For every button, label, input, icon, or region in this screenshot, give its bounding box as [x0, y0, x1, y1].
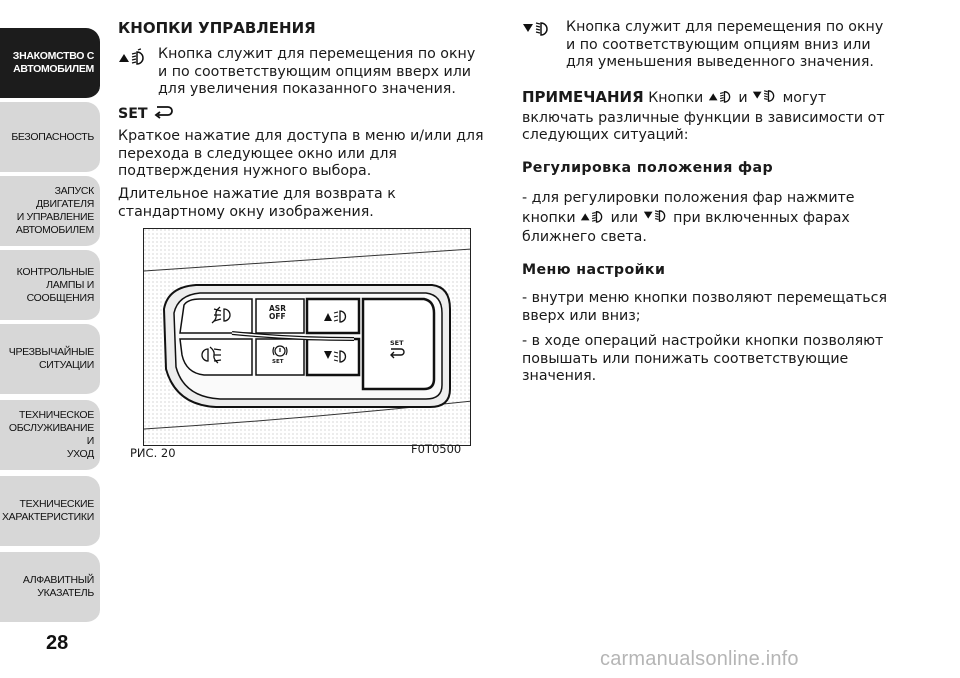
button-panel-illustration	[144, 229, 470, 445]
menu-heading: Меню настройки	[522, 262, 666, 278]
headlamp-up-icon	[708, 88, 734, 110]
set-heading-label: SET	[118, 106, 148, 122]
headlamp-down-icon	[522, 20, 552, 42]
tab-vehicle-intro[interactable]: ЗНАКОМСТВО С АВТОМОБИЛЕМ	[0, 28, 100, 100]
note-buttons-word: Кнопки	[648, 90, 704, 106]
note-paragraph: ПРИМЕЧАНИЯ Кнопки и могут включать разли…	[522, 88, 902, 145]
figure-caption: РИС. 20	[130, 446, 176, 460]
msr-set-label: SET	[272, 359, 284, 365]
headlamp-paragraph: - для регулировки положения фар нажмите …	[522, 190, 902, 247]
note-rest: включать различные функции в зависимости…	[522, 109, 885, 144]
note-and: и	[738, 90, 748, 106]
tab-maintenance[interactable]: ТЕХНИЧЕСКОЕ ОБСЛУЖИВАНИЕ И УХОД	[0, 400, 100, 472]
note-can: могут	[782, 90, 827, 106]
tab-label: ЗНАКОМСТВО С АВТОМОБИЛЕМ	[12, 50, 95, 75]
set-return-icon	[153, 104, 173, 126]
set-button-label: SET	[390, 339, 404, 347]
section-heading: КНОПКИ УПРАВЛЕНИЯ	[118, 19, 316, 37]
headlamp-text-end: при включенных фарах ближнего света.	[522, 209, 850, 246]
headlamp-or: или	[610, 209, 639, 226]
set-heading: SET	[118, 104, 173, 126]
tab-specifications[interactable]: ТЕХНИЧЕСКИЕ ХАРАКТЕРИСТИКИ	[0, 476, 100, 548]
headlamp-heading: Регулировка положения фар	[522, 160, 774, 176]
page-number: 28	[46, 632, 69, 654]
watermark: carmanualsonline.info	[600, 648, 799, 670]
down-button-description: Кнопка служит для перемещения по окну и …	[566, 19, 884, 71]
tab-warning-lights[interactable]: КОНТРОЛЬНЫЕ ЛАМПЫ И СООБЩЕНИЯ	[0, 250, 100, 322]
menu-item-1: - внутри меню кнопки позволяют перемещат…	[522, 290, 887, 324]
headlamp-down-icon	[643, 208, 669, 230]
set-short-press-text: Краткое нажатие для доступа в меню и/или…	[118, 128, 484, 180]
tab-label: ТЕХНИЧЕСКОЕ ОБСЛУЖИВАНИЕ И УХОД	[8, 409, 94, 460]
headlamp-up-icon	[118, 48, 148, 70]
tab-label: АЛФАВИТНЫЙ УКАЗАТЕЛЬ	[22, 574, 94, 599]
tab-label: КОНТРОЛЬНЫЕ ЛАМПЫ И СООБЩЕНИЯ	[16, 265, 95, 304]
headlamp-down-icon	[752, 88, 778, 110]
asr-label: ASR	[269, 304, 286, 313]
headlamp-up-icon	[580, 208, 606, 230]
tab-label: ЧРЕЗВЫЧАЙНЫЕ СИТУАЦИИ	[8, 346, 95, 371]
tab-index[interactable]: АЛФАВИТНЫЙ УКАЗАТЕЛЬ	[0, 552, 100, 624]
figure-code: F0T0500	[411, 442, 462, 456]
tab-safety[interactable]: БЕЗОПАСНОСТЬ	[0, 102, 100, 174]
tab-label: ТЕХНИЧЕСКИЕ ХАРАКТЕРИСТИКИ	[1, 498, 94, 523]
tab-engine-start[interactable]: ЗАПУСК ДВИГАТЕЛЯ И УПРАВЛЕНИЕ АВТОМОБИЛЕ…	[0, 176, 100, 248]
headlamp-text-start: - для регулировки положения фар нажмите …	[522, 190, 855, 226]
tab-label: БЕЗОПАСНОСТЬ	[11, 130, 94, 143]
tab-label: ЗАПУСК ДВИГАТЕЛЯ И УПРАВЛЕНИЕ АВТОМОБИЛЕ…	[15, 185, 94, 236]
up-button-description: Кнопка служит для перемещения по окну и …	[158, 46, 476, 98]
off-label: OFF	[269, 312, 286, 321]
menu-item-2: - в ходе операций настройки кнопки позво…	[522, 333, 884, 385]
tab-emergency[interactable]: ЧРЕЗВЫЧАЙНЫЕ СИТУАЦИИ	[0, 324, 100, 396]
control-buttons-figure: ASR OFF SET SET	[143, 228, 471, 446]
note-heading: ПРИМЕЧАНИЯ	[522, 88, 644, 106]
set-long-press-text: Длительное нажатие для возврата к станда…	[118, 186, 396, 220]
